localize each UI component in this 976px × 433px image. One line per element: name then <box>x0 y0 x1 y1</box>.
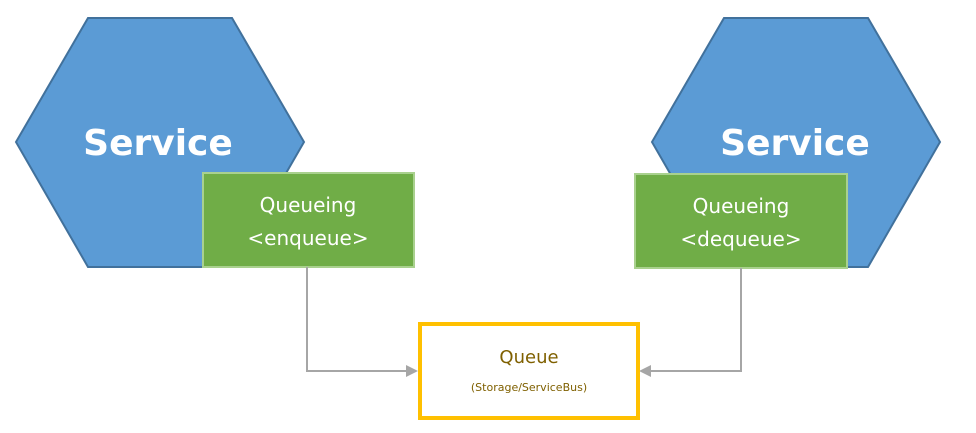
dequeue-component-operation: <dequeue> <box>680 227 801 251</box>
enqueue-to-queue-connector <box>306 267 418 377</box>
left-service: Service Queueing <enqueue> <box>14 17 415 268</box>
enqueue-component-operation: <enqueue> <box>247 226 368 250</box>
queue-subtitle: (Storage/ServiceBus) <box>471 381 587 394</box>
queue: Queue (Storage/ServiceBus) <box>418 322 640 420</box>
enqueue-component: Queueing <enqueue> <box>202 172 415 268</box>
right-service-title: Service <box>720 123 870 164</box>
dequeue-component-label: Queueing <box>693 194 790 218</box>
enqueue-component-box <box>202 172 415 268</box>
dequeue-component-box <box>634 173 848 269</box>
enqueue-component-label: Queueing <box>260 193 357 217</box>
dequeue-to-queue-connector <box>639 268 742 377</box>
dequeue-component: Queueing <dequeue> <box>634 173 848 269</box>
right-service: Service Queueing <dequeue> <box>634 17 942 269</box>
left-service-title: Service <box>83 123 233 164</box>
queue-title: Queue <box>499 347 558 368</box>
queue-box <box>418 322 640 420</box>
